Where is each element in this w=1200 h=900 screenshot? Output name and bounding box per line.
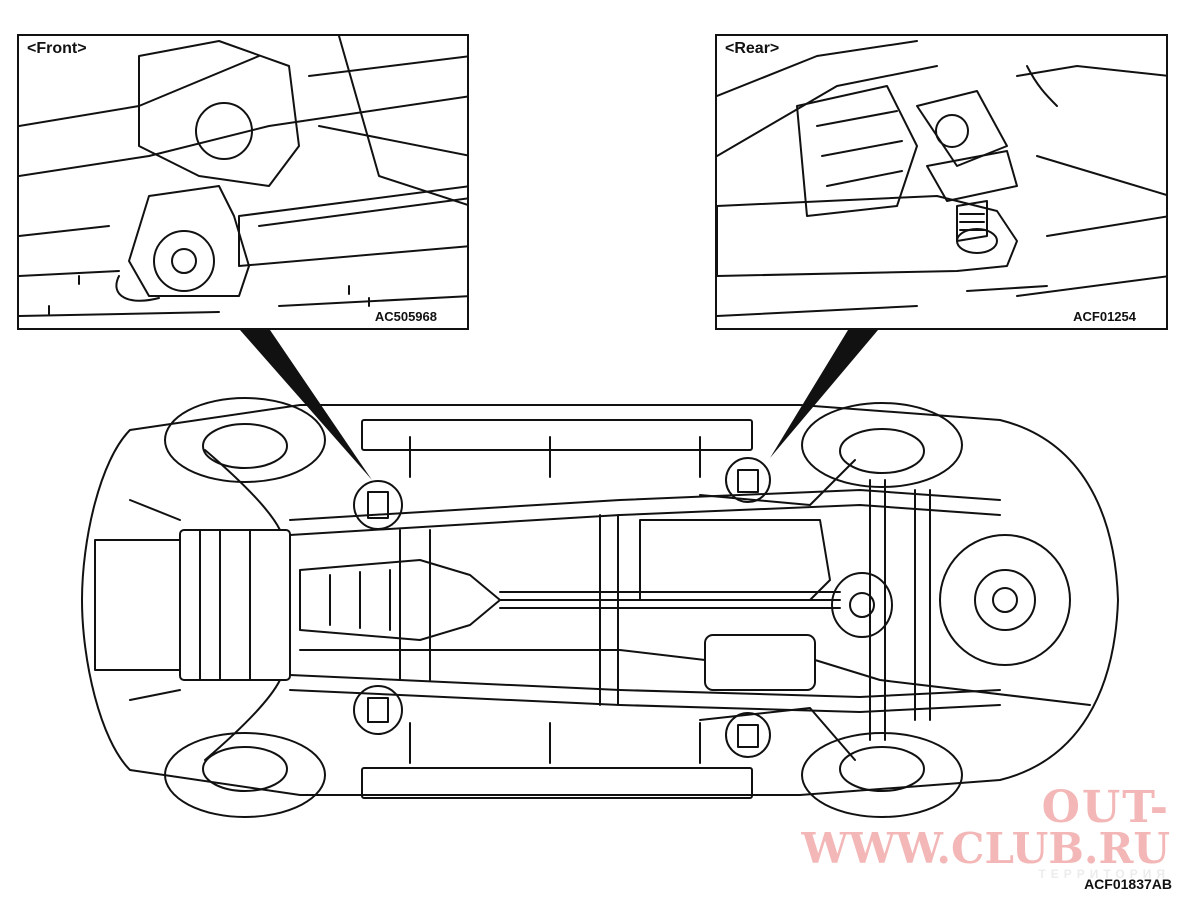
rear-callout-panel: <Rear> ACF01254 bbox=[715, 34, 1168, 330]
rear-callout-label: <Rear> bbox=[723, 40, 782, 58]
watermark-line-3: ТЕРРИТОРИЯ bbox=[1038, 866, 1170, 881]
watermark-line-2: WWW.CLUB.RU bbox=[801, 823, 1170, 873]
rear-mount-left-circle bbox=[725, 457, 771, 503]
front-mount-right-circle bbox=[353, 685, 403, 735]
front-right-tire bbox=[164, 732, 326, 818]
rear-bushing-bracket bbox=[926, 150, 1018, 202]
front-callout-panel: <Front> AC505968 bbox=[17, 34, 469, 330]
figure-code: ACF01837AB bbox=[1084, 876, 1172, 892]
muffler bbox=[704, 634, 816, 691]
watermark-line-1: OUT- bbox=[1041, 781, 1170, 833]
bushing-bracket bbox=[128, 185, 250, 297]
front-mount-left-circle bbox=[353, 480, 403, 530]
rear-detail-drawing bbox=[717, 40, 1166, 317]
rear-right-tire bbox=[801, 732, 963, 818]
rear-arm bbox=[717, 195, 1018, 277]
rear-mount-right-circle bbox=[725, 712, 771, 758]
body-outline bbox=[81, 404, 1119, 796]
transmission bbox=[299, 559, 501, 641]
front-left-tire bbox=[164, 397, 326, 483]
rear-left-tire bbox=[801, 402, 963, 488]
differential bbox=[831, 572, 893, 638]
exhaust-pipe bbox=[299, 649, 1091, 706]
front-callout-label: <Front> bbox=[25, 40, 89, 58]
front-callout-code: AC505968 bbox=[372, 309, 439, 324]
engine bbox=[179, 529, 291, 681]
rear-leader-line bbox=[770, 330, 878, 458]
rear-callout-code: ACF01254 bbox=[1071, 309, 1138, 324]
frame-rail-left bbox=[289, 489, 1001, 521]
left-side-sill bbox=[361, 419, 753, 451]
watermark: OUT- WWW.CLUB.RU ТЕРРИТОРИЯ bbox=[801, 781, 1170, 881]
spare-tire bbox=[939, 534, 1071, 666]
fuel-tank bbox=[639, 519, 831, 601]
trailing-arm bbox=[238, 185, 467, 267]
right-side-sill bbox=[361, 767, 753, 799]
front-detail-drawing bbox=[19, 36, 467, 317]
